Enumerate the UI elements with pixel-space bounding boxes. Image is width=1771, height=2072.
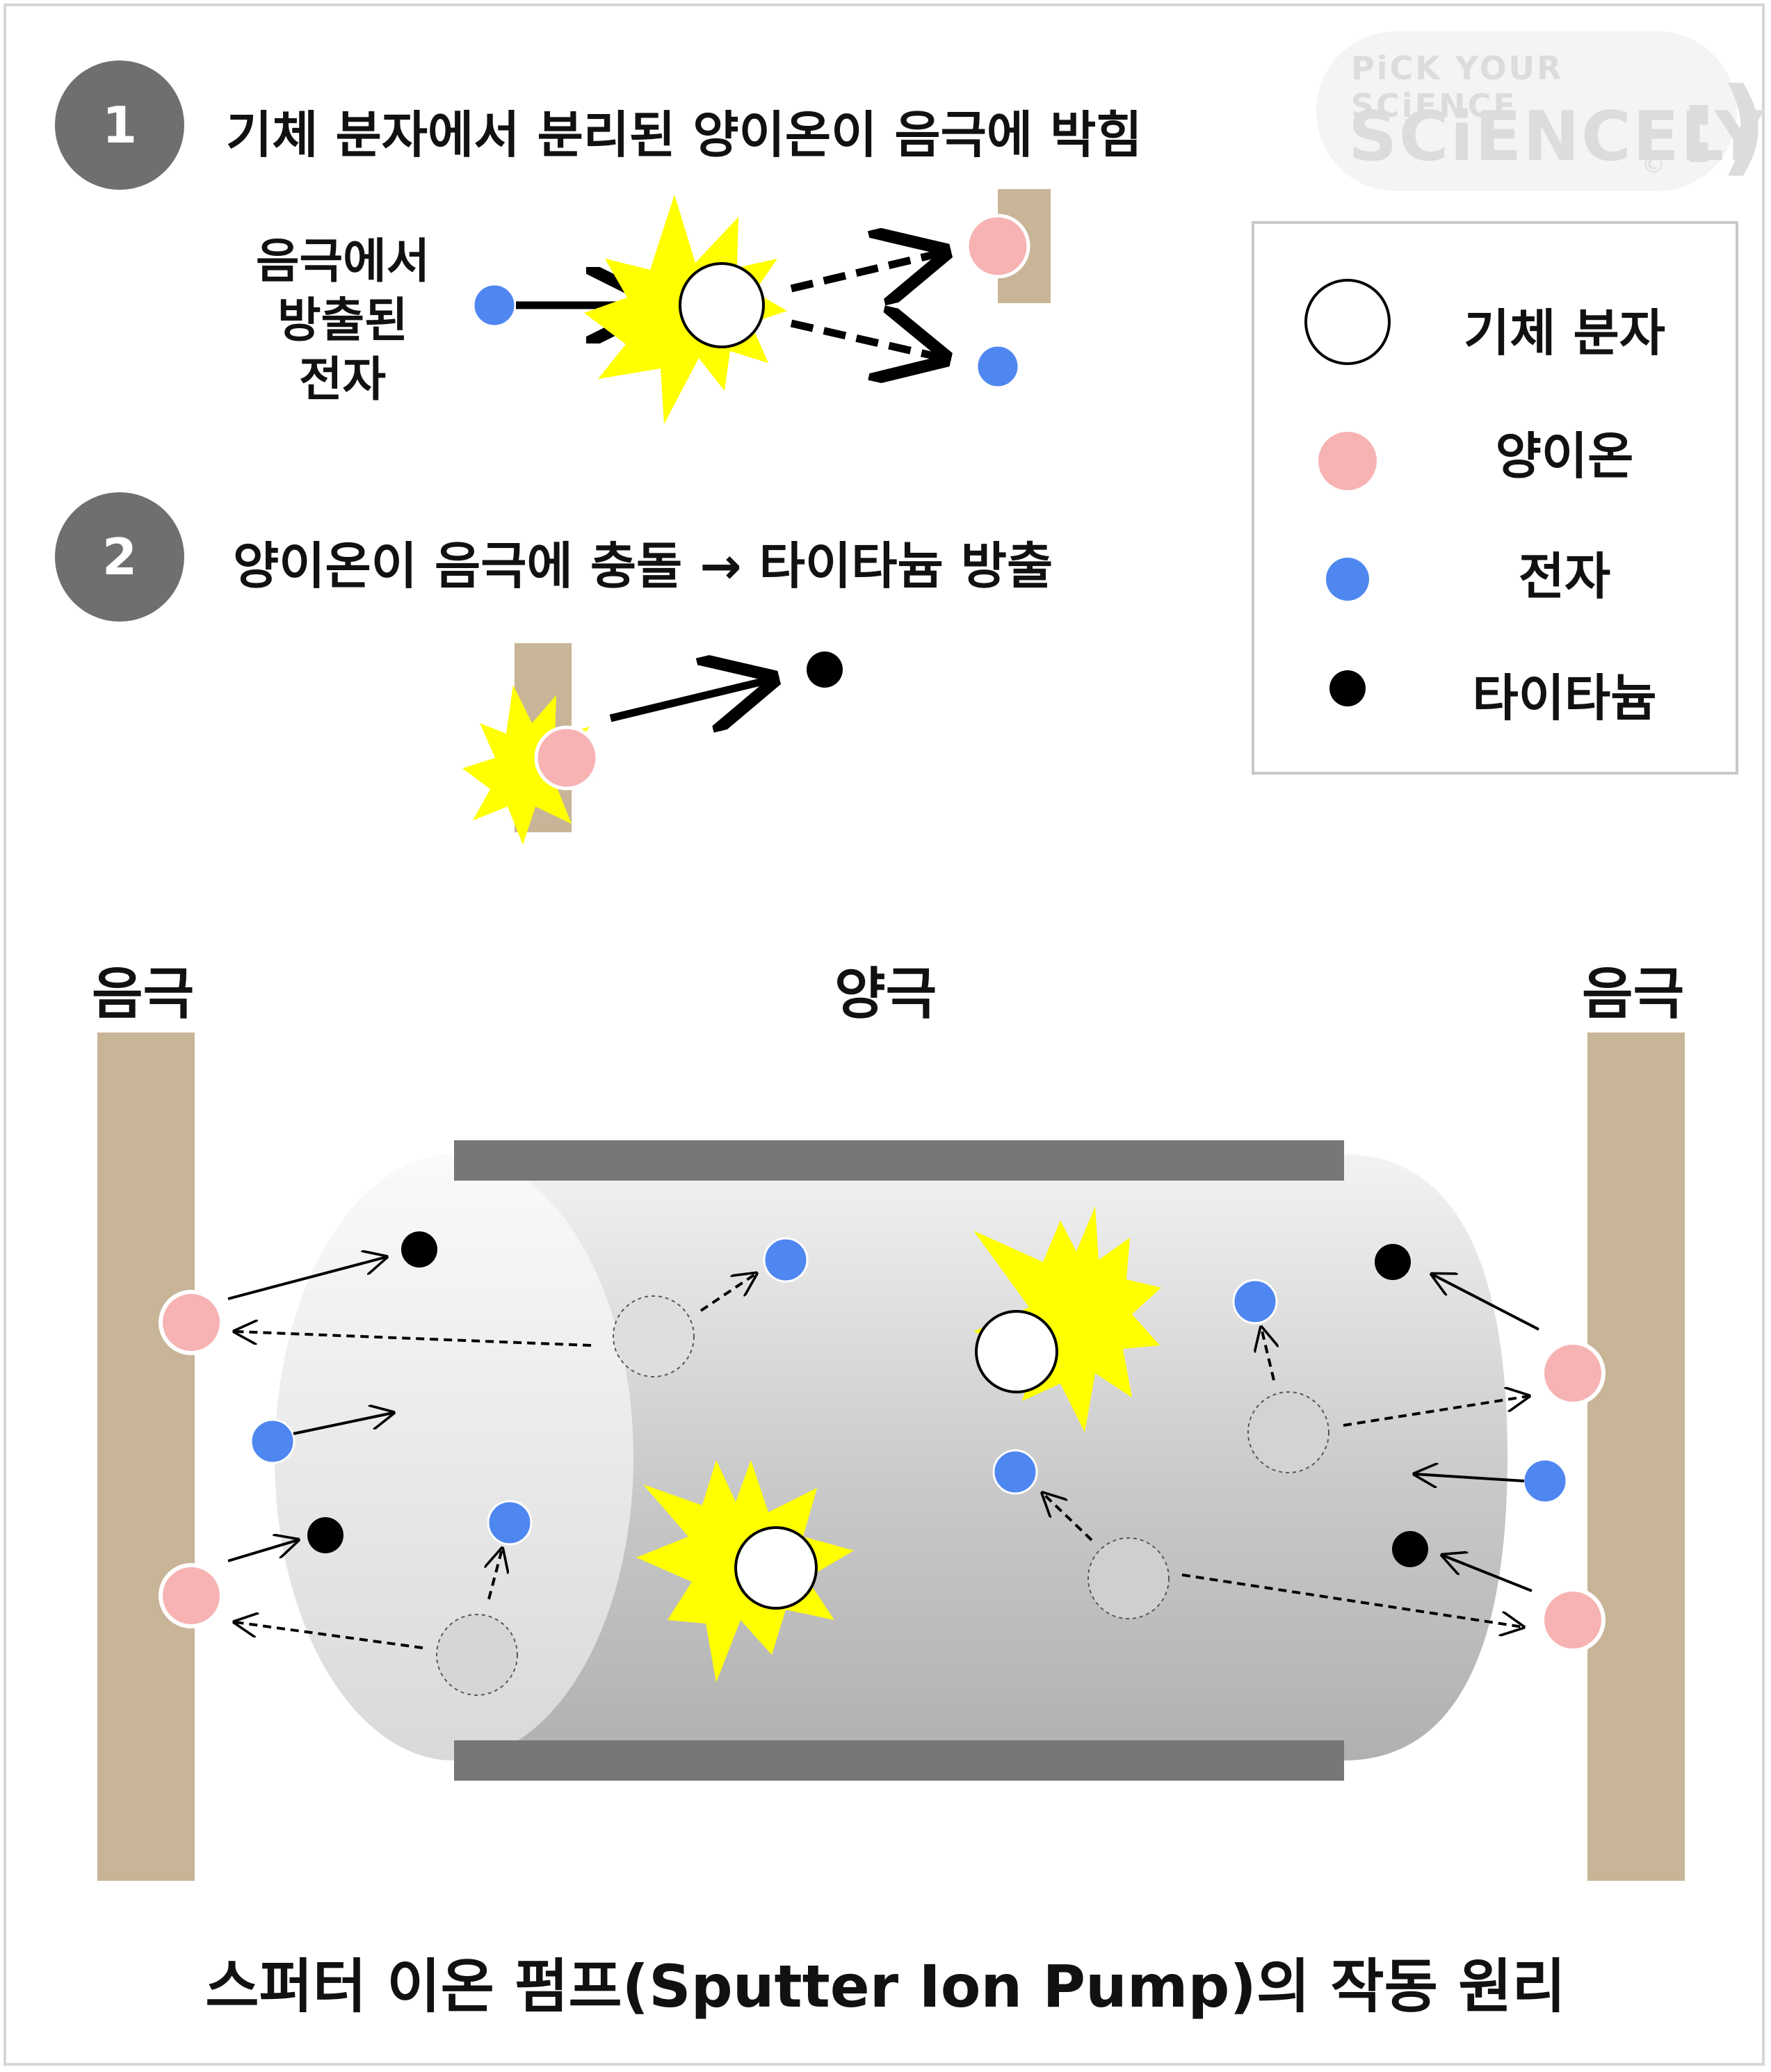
- titanium-atom: [1392, 1531, 1428, 1567]
- arrow-titanium-sputtered: [227, 1257, 386, 1300]
- arrow-electron-released: [1261, 1328, 1274, 1381]
- legend-label-positive-ion: 양이온: [1495, 427, 1634, 485]
- titanium-atom: [1375, 1244, 1411, 1280]
- positive-ion: [1540, 1587, 1606, 1653]
- arrow-molecule-to-electron: [790, 323, 944, 358]
- step-2-number-badge: 2: [55, 492, 184, 622]
- logo-copyright: ©: [1642, 151, 1665, 179]
- positive-ion-embedded: [534, 725, 599, 791]
- legend-ion-symbol: [1318, 432, 1377, 490]
- positive-ion-embedded: [965, 213, 1030, 279]
- step-2-number: 2: [102, 528, 138, 586]
- ionized-molecule-ghost: [1087, 1537, 1170, 1619]
- anode-label: 양극: [834, 962, 937, 1026]
- electron-particle: [1232, 1279, 1278, 1325]
- arrow-electron-released: [489, 1549, 502, 1600]
- anode-plate-bottom: [454, 1740, 1344, 1781]
- arrow-ion-to-cathode: [235, 1622, 423, 1649]
- arrow-electron-motion: [293, 1413, 393, 1435]
- arrow-ion-to-cathode: [1343, 1396, 1528, 1427]
- anode-plate-top: [454, 1140, 1344, 1181]
- arrow-titanium-sputtered: [1443, 1555, 1533, 1592]
- step-1-number-badge: 1: [55, 60, 184, 190]
- gas-molecule: [679, 262, 765, 348]
- electron-particle: [992, 1449, 1038, 1495]
- electron-particle: [487, 1500, 533, 1546]
- step-1-electron-label-line-1: 음극에서: [256, 234, 430, 289]
- legend-label-electron: 전자: [1518, 547, 1611, 606]
- logo-brand: SCiENCELY: [1348, 97, 1766, 177]
- figure-caption: 스퍼터 이온 펌프(Sputter Ion Pump)의 작동 원리: [205, 1952, 1566, 2021]
- step-1-number: 1: [102, 96, 138, 154]
- positive-ion: [159, 1290, 224, 1355]
- electron-particle: [763, 1237, 809, 1283]
- collision-flash: [462, 685, 592, 845]
- positive-ion: [159, 1563, 224, 1628]
- step-2-title: 양이온이 음극에 충돌 → 타이타늄 방출: [233, 537, 1053, 595]
- arrow-ion-to-cathode: [235, 1332, 592, 1347]
- arrow-titanium-sputtered: [227, 1540, 298, 1562]
- arrow-electron-released: [699, 1274, 756, 1312]
- electron-particle: [250, 1418, 296, 1464]
- titanium-atom: [401, 1231, 437, 1268]
- left-cathode-label: 음극: [92, 962, 195, 1026]
- ionized-molecule-ghost: [613, 1295, 695, 1377]
- arrow-electron-motion: [1415, 1474, 1525, 1481]
- legend-symbols: [1304, 279, 1391, 706]
- electron-particle: [1522, 1458, 1568, 1504]
- electron-particle: [472, 283, 517, 327]
- logo-tagline: PiCK YOUR SCiENCE: [1351, 49, 1564, 124]
- titanium-atom: [807, 651, 843, 688]
- right-cathode-label: 음극: [1582, 962, 1685, 1026]
- positive-ion: [1540, 1341, 1606, 1406]
- logo-smile: :): [1678, 66, 1768, 187]
- step-1-electron-label-line-3: 전자: [299, 353, 387, 407]
- legend-label-gas-molecule: 기체 분자: [1463, 304, 1666, 362]
- legend-box: [1252, 221, 1738, 775]
- outer-frame: [3, 3, 1765, 2066]
- collision-flash: [973, 1206, 1161, 1432]
- left-cathode-plate: [97, 1033, 195, 1881]
- legend-label-titanium: 타이타늄: [1472, 669, 1657, 727]
- arrow-molecule-to-ion: [790, 252, 944, 289]
- anode-cylinder-opening: [275, 1154, 633, 1761]
- arrow-titanium-sputtered: [1432, 1274, 1539, 1331]
- step-1-title: 기체 분자에서 분리된 양이온이 음극에 박힘: [226, 106, 1142, 164]
- step2-illustration: [462, 643, 843, 845]
- arrow-titanium-ejected: [609, 679, 772, 718]
- arrow-ion-to-cathode: [1181, 1573, 1523, 1627]
- titanium-atom: [307, 1517, 343, 1553]
- pump-illustration: [97, 1033, 1685, 1881]
- gas-molecule: [734, 1526, 818, 1610]
- arrow-electron-released: [1043, 1494, 1093, 1541]
- legend-gas-molecule-symbol: [1304, 279, 1391, 365]
- ionized-molecule-ghost: [1247, 1391, 1329, 1473]
- legend-electron-symbol: [1326, 558, 1369, 601]
- sciencely-logo: PiCK YOUR SCiENCE SCiENCELY :) ©: [1316, 31, 1768, 191]
- electron-particle: [976, 344, 1020, 389]
- step-1-electron-label-line-2: 방출된: [277, 293, 408, 348]
- gas-molecule: [975, 1310, 1058, 1393]
- right-cathode-plate: [1587, 1033, 1685, 1881]
- ionized-molecule-ghost: [436, 1614, 518, 1696]
- step1-illustration: [472, 189, 1051, 424]
- legend-titanium-symbol: [1329, 670, 1366, 706]
